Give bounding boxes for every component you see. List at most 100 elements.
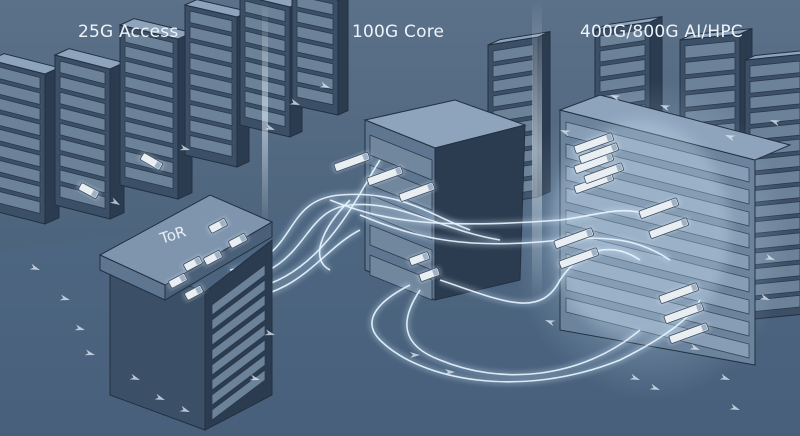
sfp28-module xyxy=(181,254,205,273)
module-latch xyxy=(680,218,688,227)
server-slot xyxy=(599,28,646,48)
server-slot xyxy=(599,43,646,63)
server-slot xyxy=(0,82,41,106)
tor-slot xyxy=(211,309,266,361)
server-slot xyxy=(296,25,334,46)
module-body xyxy=(553,227,594,249)
zone-label-access: 25G Access xyxy=(78,22,178,42)
server-slot xyxy=(59,76,106,101)
server-slot xyxy=(124,60,174,85)
server-slot xyxy=(0,191,41,214)
module-body xyxy=(578,142,619,164)
server-slot xyxy=(189,134,233,158)
module-latch xyxy=(610,143,618,152)
server-slot xyxy=(749,107,800,125)
rack-top xyxy=(594,16,663,31)
server-slot xyxy=(189,72,233,95)
osfp-module xyxy=(656,281,701,305)
qsfp28-module xyxy=(416,266,442,283)
qsfp28-module xyxy=(331,150,372,173)
module-latch xyxy=(195,286,203,295)
access-rack xyxy=(183,0,251,168)
server-slot xyxy=(749,60,800,79)
qsfp28-module xyxy=(364,164,405,187)
tor-rack xyxy=(98,194,274,431)
server-slot xyxy=(0,175,41,199)
tor-slot xyxy=(211,339,266,391)
tor-slot xyxy=(211,294,266,346)
server-slot xyxy=(296,10,334,31)
osfp-module xyxy=(581,161,626,185)
server-slot xyxy=(124,90,174,115)
zone-label-ai-hpc: 400G/800G AI/HPC xyxy=(580,22,743,42)
module-latch xyxy=(422,252,429,261)
fiber-strand xyxy=(318,199,351,271)
server-slot xyxy=(684,56,736,76)
tor-slot xyxy=(211,264,266,316)
module-latch xyxy=(700,323,708,332)
module-body xyxy=(668,322,709,344)
core-side xyxy=(434,124,526,301)
fiber-strand xyxy=(439,248,641,304)
server-slot xyxy=(124,30,174,55)
access-rack xyxy=(53,48,126,220)
module-latch xyxy=(590,248,598,257)
rack-side xyxy=(337,0,349,116)
server-slot xyxy=(599,58,646,78)
access-rack xyxy=(118,18,194,200)
server-slot xyxy=(59,122,106,147)
server-slot xyxy=(189,10,233,33)
server-slot xyxy=(296,40,334,61)
server-slot xyxy=(59,169,106,194)
module-latch xyxy=(214,251,222,260)
osfp-module xyxy=(636,196,681,220)
rack-top xyxy=(744,50,800,61)
server-slot xyxy=(296,55,334,76)
tor-slot xyxy=(211,354,266,406)
server-slot xyxy=(0,66,41,90)
server-slot xyxy=(0,144,41,168)
light-beam xyxy=(262,0,268,230)
module-body xyxy=(366,165,404,186)
fiber-strand xyxy=(359,214,671,261)
access-rack xyxy=(0,53,61,225)
server-slot xyxy=(189,119,233,142)
osfp-module xyxy=(551,226,596,250)
server-slot xyxy=(189,26,233,49)
server-slot xyxy=(59,138,106,163)
fiber-strand xyxy=(371,284,701,383)
module-body xyxy=(573,132,614,154)
module-latch xyxy=(605,153,613,162)
module-body xyxy=(663,302,704,324)
line-card xyxy=(369,134,433,181)
module-latch xyxy=(395,167,402,175)
sfp28-module xyxy=(206,216,230,235)
server-slot xyxy=(124,105,174,130)
fiber-strand xyxy=(329,199,651,225)
module-latch xyxy=(585,228,593,237)
module-latch xyxy=(90,189,99,198)
server-slot xyxy=(59,60,106,85)
server-slot xyxy=(0,113,41,137)
module-body xyxy=(638,197,679,219)
server-slot xyxy=(296,0,334,16)
module-latch xyxy=(362,153,369,161)
osfp-module xyxy=(666,321,711,345)
module-latch xyxy=(432,268,439,277)
server-slot xyxy=(749,76,800,94)
server-slot xyxy=(749,91,800,110)
module-body xyxy=(658,282,699,304)
server-slot xyxy=(189,41,233,64)
server-slot xyxy=(189,57,233,80)
server-slot xyxy=(124,75,174,100)
module-latch xyxy=(605,133,613,142)
sfp28-module xyxy=(201,248,225,267)
line-card xyxy=(369,254,433,301)
sfp28-module xyxy=(226,231,250,250)
server-slot xyxy=(0,129,41,152)
tor-slot xyxy=(211,279,266,331)
module-body xyxy=(398,181,436,202)
server-slot xyxy=(124,45,174,70)
